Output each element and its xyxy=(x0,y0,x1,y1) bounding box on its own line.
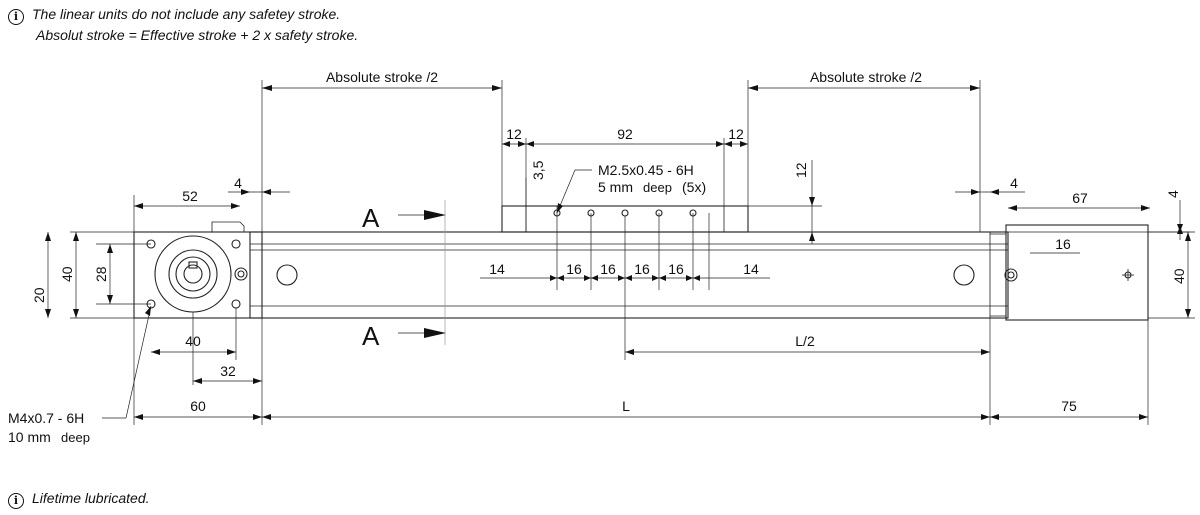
dim-75: 75 xyxy=(1061,398,1077,414)
note-absolute-stroke: Absolut stroke = Effective stroke + 2 x … xyxy=(36,27,359,43)
base-thread-depth-unit: deep xyxy=(61,430,90,445)
dim-l-total: L xyxy=(622,398,630,414)
dim-4-left: 4 xyxy=(234,175,242,191)
dim-4-far-right: 4 xyxy=(1165,190,1181,198)
rail-hole-left xyxy=(276,264,298,286)
dim-60: 60 xyxy=(190,398,206,414)
dim-16-d: 16 xyxy=(668,261,684,277)
dimension-lines xyxy=(47,87,1189,418)
carriage-thread-depth: 5 mm xyxy=(598,179,633,195)
rail-hole-right xyxy=(953,264,975,286)
motor-block xyxy=(133,231,263,319)
dim-40-bottom: 40 xyxy=(185,333,201,349)
dim-abs-stroke-right: Absolute stroke /2 xyxy=(810,69,922,85)
section-label-top: A xyxy=(362,203,380,233)
end-mark xyxy=(1122,269,1134,281)
shaft-key xyxy=(188,261,198,269)
section-label-bottom: A xyxy=(362,321,380,351)
dim-3-5: 3,5 xyxy=(530,160,546,180)
dim-4-right: 4 xyxy=(1010,175,1018,191)
section-arrow-bottom xyxy=(398,328,446,338)
dim-12-right: 12 xyxy=(728,126,744,142)
dim-40-left: 40 xyxy=(59,266,75,282)
dim-16-c: 16 xyxy=(634,261,650,277)
note-safety-stroke: The linear units do not include any safe… xyxy=(32,6,341,22)
dim-16-a: 16 xyxy=(566,261,582,277)
note-top: i The linear units do not include any saf… xyxy=(8,4,358,45)
leader-carriage-thread xyxy=(556,169,592,214)
carriage-thread-spec: M2.5x0.45 - 6H xyxy=(598,162,694,178)
motor-hub xyxy=(168,249,218,299)
end-hole xyxy=(1004,268,1018,282)
dim-52: 52 xyxy=(182,188,198,204)
dim-14-left: 14 xyxy=(489,261,505,277)
dimension-arrows xyxy=(45,85,1191,420)
dim-40-right: 40 xyxy=(1171,268,1187,284)
base-thread-depth: 10 mm xyxy=(8,429,51,445)
dim-14-right: 14 xyxy=(743,261,759,277)
carriage-thread-count: (5x) xyxy=(682,179,706,195)
motor-shaft xyxy=(183,264,203,284)
note-bottom: i Lifetime lubricated. xyxy=(8,488,150,509)
dim-16-right: 16 xyxy=(1055,236,1071,252)
motor-block-tab xyxy=(211,221,245,232)
leader-base-thread xyxy=(125,305,152,419)
dim-16-b: 16 xyxy=(600,261,616,277)
info-icon: i xyxy=(8,493,24,509)
motor-shaft-ring xyxy=(175,256,211,292)
base-thread-spec: M4x0.7 - 6H xyxy=(8,410,84,426)
dim-l-half: L/2 xyxy=(795,333,815,349)
dim-abs-stroke-left: Absolute stroke /2 xyxy=(326,69,438,85)
dim-20: 20 xyxy=(31,287,47,303)
section-arrow-top xyxy=(398,210,446,220)
info-icon: i xyxy=(8,9,24,25)
rail-body xyxy=(249,231,1009,319)
dim-12-left: 12 xyxy=(506,126,522,142)
motor-flange xyxy=(154,235,232,313)
dim-67: 67 xyxy=(1072,190,1088,206)
dim-28: 28 xyxy=(93,266,109,282)
carriage-thread-holes xyxy=(553,209,697,217)
note-lubricated: Lifetime lubricated. xyxy=(32,490,150,506)
dim-32: 32 xyxy=(220,363,236,379)
dim-12-vertical: 12 xyxy=(793,162,809,178)
dim-92: 92 xyxy=(617,126,633,142)
carriage-thread-depth-unit: deep xyxy=(643,180,672,195)
